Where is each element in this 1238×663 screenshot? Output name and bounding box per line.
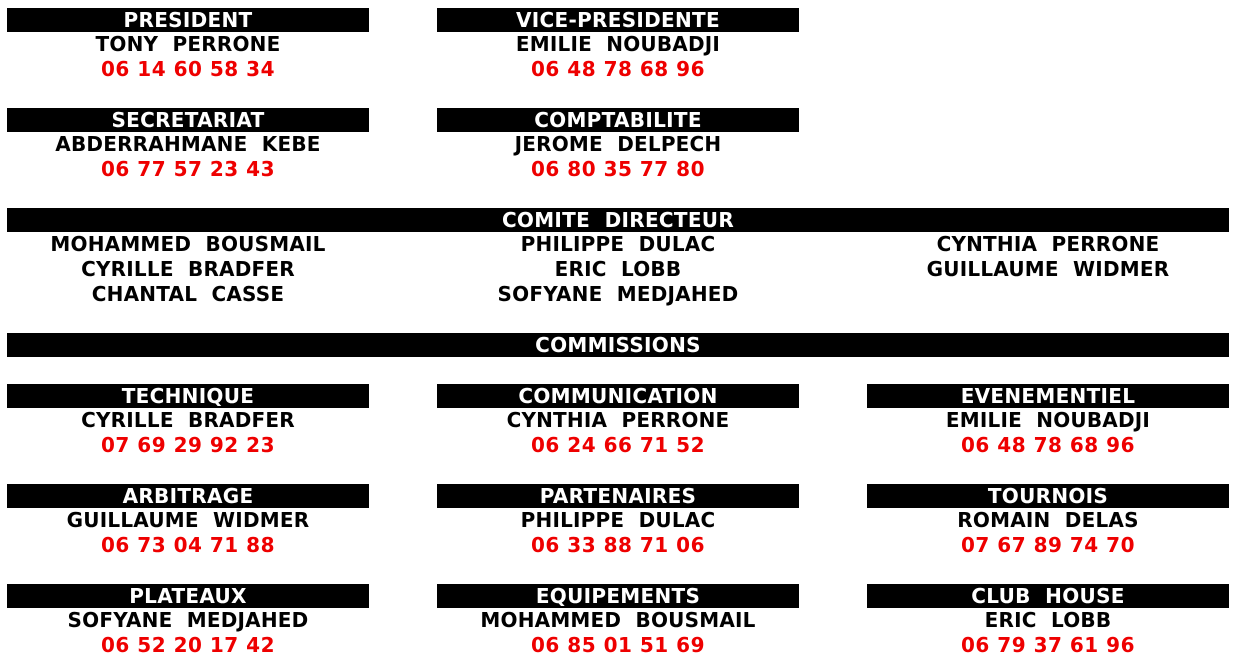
comite-member: GUILLAUME WIDMER (926, 257, 1170, 281)
commission-equipements-header: EQUIPEMENTS (437, 584, 799, 608)
comptabilite-phone: 06 80 35 77 80 (530, 157, 705, 181)
commission-equipements-name: MOHAMMED BOUSMAIL (480, 608, 756, 632)
commission-technique-header: TECHNIQUE (7, 384, 369, 408)
commission-partenaires-header: PARTENAIRES (437, 484, 799, 508)
secretariat-name: ABDERRAHMANE KEBE (55, 132, 321, 156)
commission-partenaires-name: PHILIPPE DULAC (520, 508, 716, 532)
comite-member: CYNTHIA PERRONE (936, 232, 1160, 256)
vice-president-phone: 06 48 78 68 96 (530, 57, 705, 81)
commission-tournois-name: ROMAIN DELAS (957, 508, 1139, 532)
comite-member: CHANTAL CASSE (91, 282, 285, 306)
commission-club-house-phone: 06 79 37 61 96 (960, 633, 1135, 657)
commission-plateaux-phone: 06 52 20 17 42 (100, 633, 275, 657)
comptabilite-header: COMPTABILITE (437, 108, 799, 132)
commissions-header: COMMISSIONS (7, 333, 1229, 357)
commission-evenementiel-name: EMILIE NOUBADJI (945, 408, 1151, 432)
comite-member: PHILIPPE DULAC (520, 232, 716, 256)
commission-plateaux-name: SOFYANE MEDJAHED (67, 608, 309, 632)
comptabilite-name: JEROME DELPECH (514, 132, 722, 156)
vice-president-header: VICE-PRESIDENTE (437, 8, 799, 32)
commission-club-house-header: CLUB HOUSE (867, 584, 1229, 608)
comite-member: SOFYANE MEDJAHED (497, 282, 739, 306)
president-header: PRESIDENT (7, 8, 369, 32)
commission-technique-phone: 07 69 29 92 23 (100, 433, 275, 457)
commission-tournois-header: TOURNOIS (867, 484, 1229, 508)
commission-communication-header: COMMUNICATION (437, 384, 799, 408)
commission-arbitrage-name: GUILLAUME WIDMER (66, 508, 310, 532)
comite-member: CYRILLE BRADFER (81, 257, 295, 281)
comite-member: ERIC LOBB (554, 257, 682, 281)
commission-equipements-phone: 06 85 01 51 69 (530, 633, 705, 657)
commission-arbitrage-header: ARBITRAGE (7, 484, 369, 508)
commission-tournois-phone: 07 67 89 74 70 (960, 533, 1135, 557)
commission-communication-phone: 06 24 66 71 52 (530, 433, 705, 457)
secretariat-phone: 06 77 57 23 43 (100, 157, 275, 181)
commission-evenementiel-phone: 06 48 78 68 96 (960, 433, 1135, 457)
president-phone: 06 14 60 58 34 (100, 57, 275, 81)
commission-evenementiel-header: EVENEMENTIEL (867, 384, 1229, 408)
commission-club-house-name: ERIC LOBB (984, 608, 1112, 632)
commission-partenaires-phone: 06 33 88 71 06 (530, 533, 705, 557)
commission-technique-name: CYRILLE BRADFER (81, 408, 295, 432)
secretariat-header: SECRETARIAT (7, 108, 369, 132)
commission-communication-name: CYNTHIA PERRONE (506, 408, 730, 432)
commission-plateaux-header: PLATEAUX (7, 584, 369, 608)
comite-member: MOHAMMED BOUSMAIL (50, 232, 326, 256)
president-name: TONY PERRONE (95, 32, 281, 56)
commission-arbitrage-phone: 06 73 04 71 88 (100, 533, 275, 557)
vice-president-name: EMILIE NOUBADJI (515, 32, 721, 56)
comite-directeur-header: COMITE DIRECTEUR (7, 208, 1229, 232)
